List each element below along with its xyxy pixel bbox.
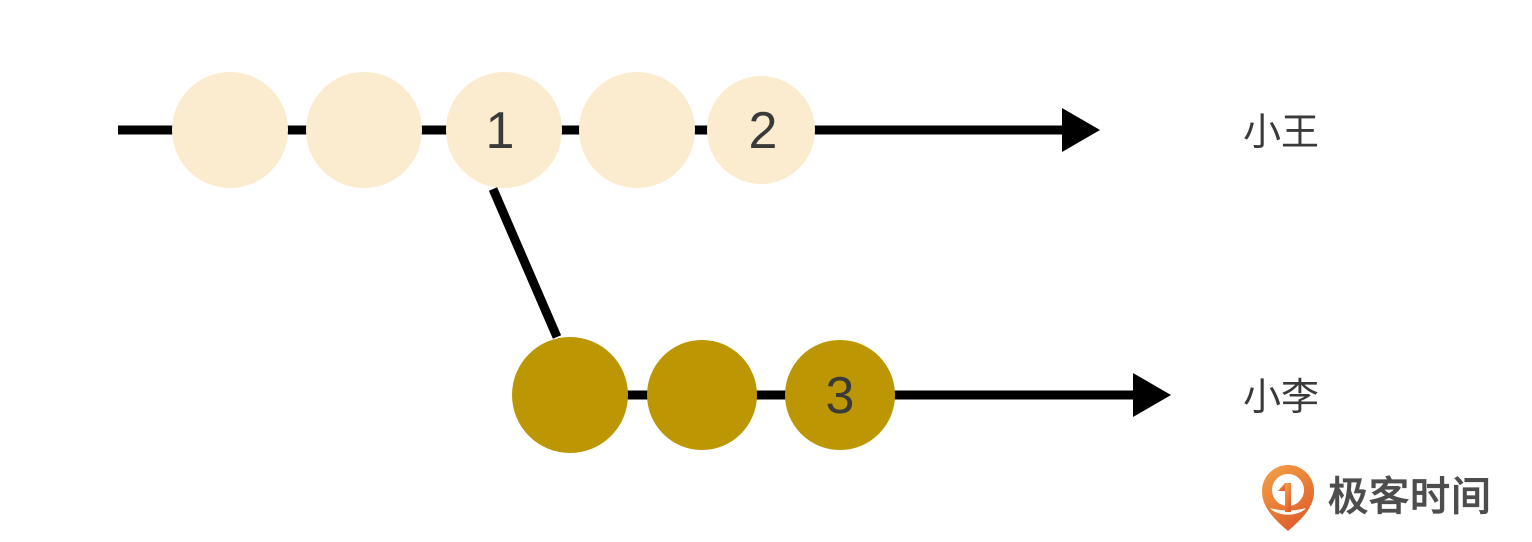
lane-top-node-3[interactable] [446, 72, 562, 188]
lane-top-node-1[interactable] [172, 72, 288, 188]
lane-top: 1 2 [118, 72, 1100, 188]
geektime-pin-logo-icon [1262, 465, 1314, 531]
lane-top-node-2[interactable] [306, 72, 422, 188]
lane-bottom: 3 [512, 337, 1171, 453]
lane-top-label: 小王 [1243, 110, 1319, 154]
lane-bottom-node-3[interactable] [785, 340, 895, 450]
lane-bottom-node-2[interactable] [647, 340, 757, 450]
lane-top-node-3-label: 1 [486, 102, 515, 160]
watermark: 极客时间 [1262, 465, 1492, 531]
lane-bottom-node-3-label: 3 [826, 367, 855, 425]
lane-top-node-5-label: 2 [749, 102, 778, 160]
branch-edge-line [488, 187, 562, 339]
lane-top-arrowhead [1062, 108, 1100, 152]
lane-bottom-arrowhead [1133, 373, 1171, 417]
lane-bottom-label: 小李 [1243, 375, 1319, 419]
watermark-text: 极客时间 [1328, 474, 1492, 520]
lane-top-node-5[interactable] [707, 76, 815, 184]
lane-bottom-node-1[interactable] [512, 337, 628, 453]
lane-top-node-4[interactable] [579, 72, 695, 188]
